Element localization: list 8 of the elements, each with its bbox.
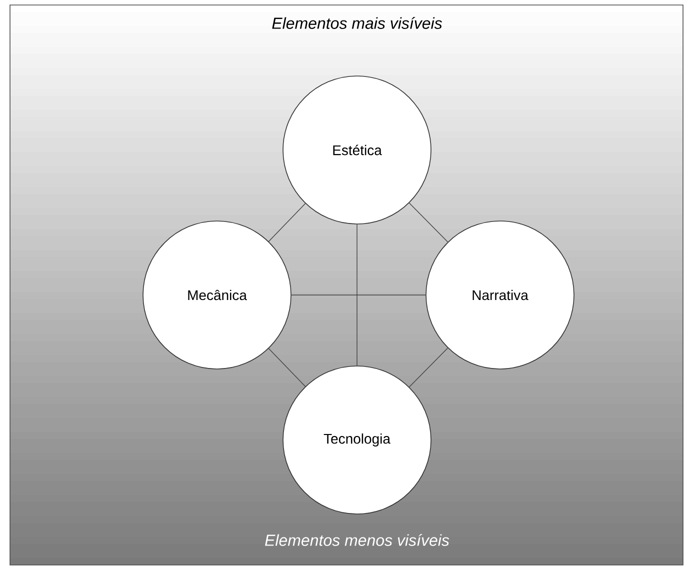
connector-line [268, 348, 306, 387]
connector-line [291, 294, 426, 296]
connector-line [268, 203, 306, 242]
connector-line [408, 202, 448, 242]
heading: Elementos menos visíveis [265, 534, 450, 546]
connector-line [356, 224, 358, 366]
heading: Elementos mais visíveis [272, 17, 442, 29]
connector-line [408, 348, 448, 388]
